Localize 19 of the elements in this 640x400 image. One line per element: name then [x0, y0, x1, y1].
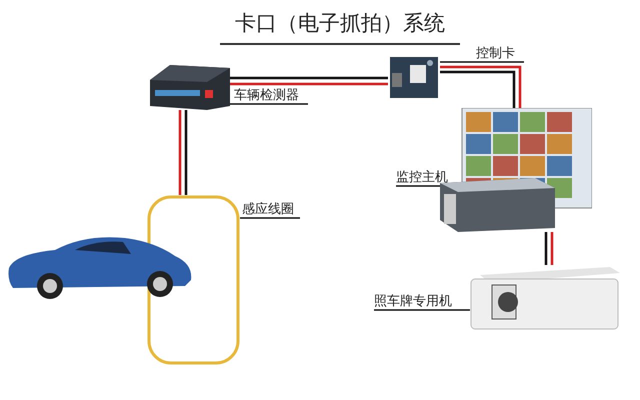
diagram-title: 卡口（电子抓拍）系统	[220, 8, 460, 44]
cable	[178, 110, 182, 195]
device-label: 车辆检测器	[234, 88, 299, 104]
cable	[440, 66, 522, 108]
device-label: 控制卡	[476, 46, 515, 62]
device-label: 照车牌专用机	[374, 294, 452, 310]
cable	[550, 232, 554, 265]
leader-line	[396, 185, 440, 187]
cable	[184, 110, 188, 195]
leader-line	[230, 103, 308, 105]
leader-line	[374, 309, 470, 311]
cable	[544, 232, 548, 265]
device-label: 感应线圈	[242, 202, 294, 218]
cable	[230, 76, 388, 80]
cable	[440, 70, 516, 108]
device-label: 监控主机	[396, 170, 448, 186]
cable	[230, 82, 388, 86]
leader-line	[440, 61, 524, 63]
leader-line	[240, 217, 300, 219]
